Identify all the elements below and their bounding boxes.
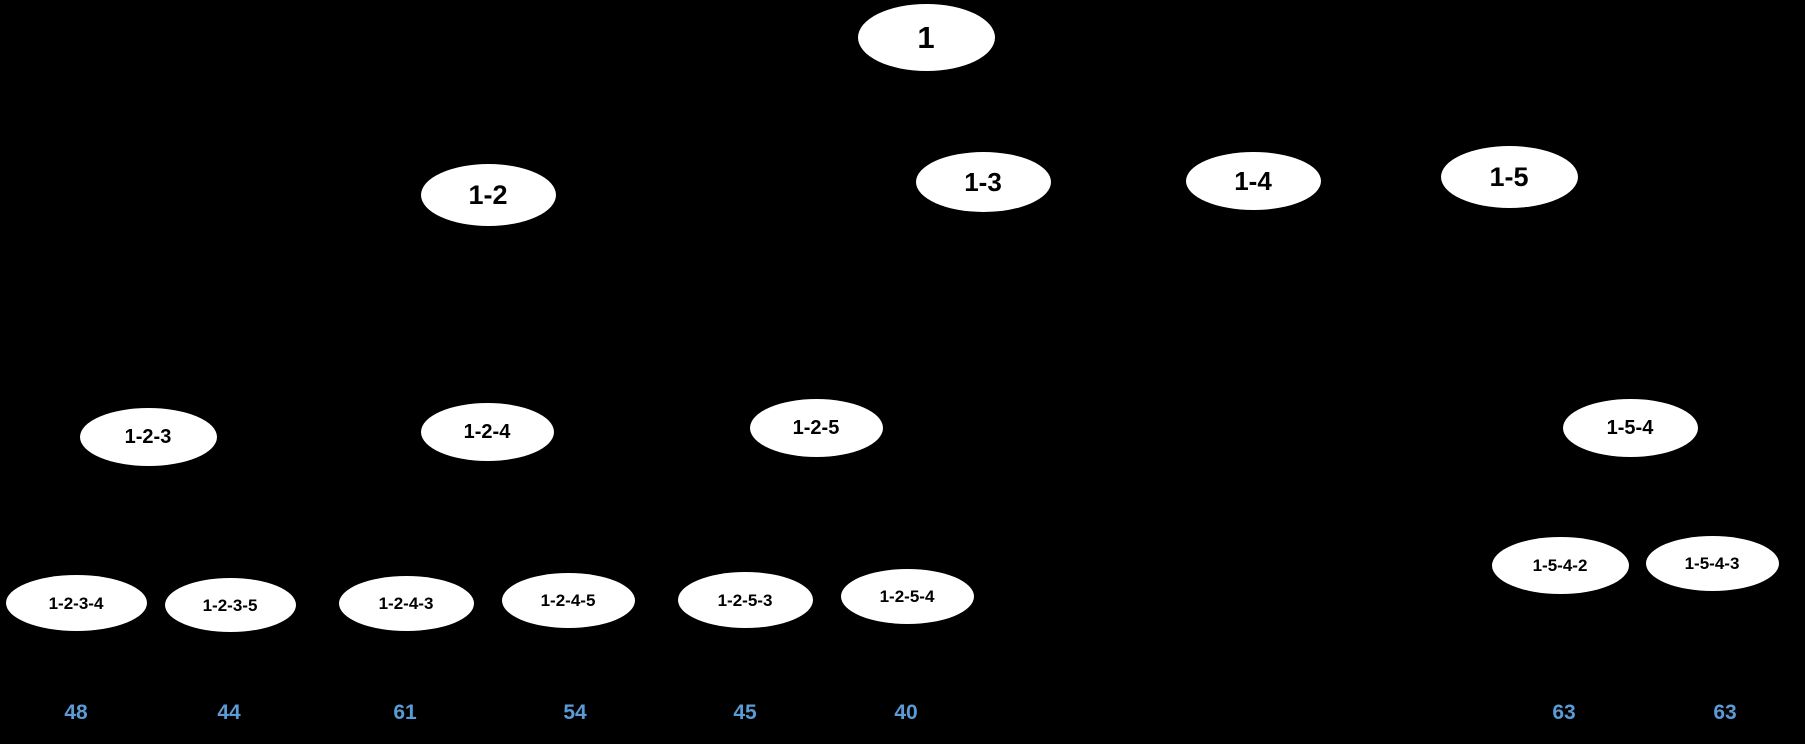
- tree-node-1_2_3[interactable]: 1-2-3: [79, 408, 217, 466]
- tree-node-1_2_5_3[interactable]: 1-2-5-3: [677, 572, 813, 628]
- tree-node-1_5_4_3[interactable]: 1-5-4-3: [1645, 535, 1779, 591]
- tree-node-label: 1-2-5-3: [717, 590, 773, 610]
- tree-node-1[interactable]: 1: [857, 3, 995, 71]
- tree-node-label: 1-2-3: [124, 426, 172, 448]
- tree-node-label: 1-4: [1234, 166, 1272, 196]
- tree-node-label: 1-2: [468, 179, 508, 210]
- tree-node-label: 1-2-5: [792, 417, 840, 439]
- tree-node-1_5_4_2[interactable]: 1-5-4-2: [1491, 536, 1629, 594]
- tree-node-label: 1-2-4: [463, 421, 511, 443]
- tree-node-label: 1-2-4-3: [378, 593, 434, 613]
- tree-node-label: 1-2-3-4: [48, 593, 104, 613]
- leaf-value-1_2_3_4: 48: [64, 700, 88, 724]
- tree-node-1_2_4_5[interactable]: 1-2-4-5: [501, 572, 635, 628]
- tree-node-1_2[interactable]: 1-2: [420, 164, 556, 226]
- tree-node-1_2_3_4[interactable]: 1-2-3-4: [5, 575, 147, 631]
- tree-node-1_3[interactable]: 1-3: [915, 152, 1051, 212]
- leaf-value-1_2_5_4: 40: [894, 700, 918, 724]
- tree-node-label: 1-5: [1489, 161, 1529, 192]
- tree-node-1_2_3_5[interactable]: 1-2-3-5: [164, 578, 296, 632]
- tree-node-label: 1-2-4-5: [540, 590, 596, 610]
- tree-node-label: 1-2-5-4: [879, 586, 935, 606]
- tree-node-1_2_5_4[interactable]: 1-2-5-4: [840, 568, 974, 624]
- leaf-value-1_2_3_5: 44: [217, 700, 241, 724]
- tree-node-label: 1-3: [964, 167, 1002, 197]
- tree-node-1_5[interactable]: 1-5: [1440, 146, 1578, 208]
- leaf-value-1_2_4_5: 54: [563, 700, 587, 724]
- tree-node-label: 1-5-4: [1606, 417, 1654, 439]
- leaf-value-1_2_4_3: 61: [393, 700, 417, 724]
- leaf-value-1_5_4_3: 63: [1713, 700, 1737, 724]
- tree-node-1_2_5[interactable]: 1-2-5: [749, 399, 883, 457]
- leaf-value-1_5_4_2: 63: [1552, 700, 1576, 724]
- tree-node-1_5_4[interactable]: 1-5-4: [1562, 399, 1698, 457]
- tree-node-1_2_4[interactable]: 1-2-4: [420, 403, 554, 461]
- tree-node-label: 1-5-4-2: [1532, 555, 1588, 575]
- tree-node-1_4[interactable]: 1-4: [1185, 152, 1321, 210]
- tree-node-label: 1-2-3-5: [202, 595, 258, 615]
- tree-node-label: 1: [917, 19, 935, 55]
- leaf-value-1_2_5_3: 45: [733, 700, 757, 724]
- tree-node-1_2_4_3[interactable]: 1-2-4-3: [338, 575, 474, 631]
- tree-node-label: 1-5-4-3: [1684, 553, 1740, 573]
